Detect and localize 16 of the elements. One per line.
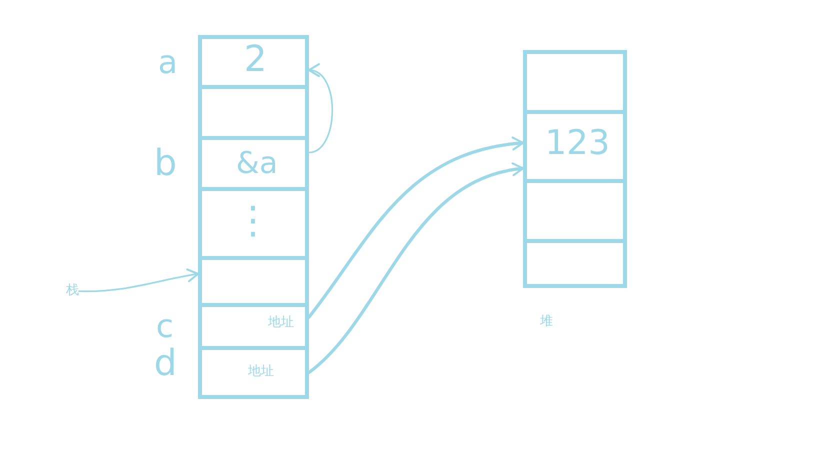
variable-name: b (154, 146, 177, 182)
heap-label: 堆 (540, 315, 553, 328)
arrow (308, 65, 334, 154)
cell-value: &a (236, 149, 278, 179)
arrow (307, 137, 525, 319)
arrow (78, 268, 199, 292)
variable-name: c (156, 310, 174, 342)
stack-label: 栈 (66, 284, 79, 297)
cell-value: 地址 (248, 365, 274, 378)
cell-value: ⋮ (234, 201, 272, 239)
cell-value: 2 (244, 42, 267, 78)
cell-value: 地址 (268, 316, 294, 329)
variable-name: a (158, 46, 178, 78)
variable-name: d (154, 346, 177, 382)
arrow (307, 163, 525, 374)
cell-value: 123 (545, 126, 610, 160)
